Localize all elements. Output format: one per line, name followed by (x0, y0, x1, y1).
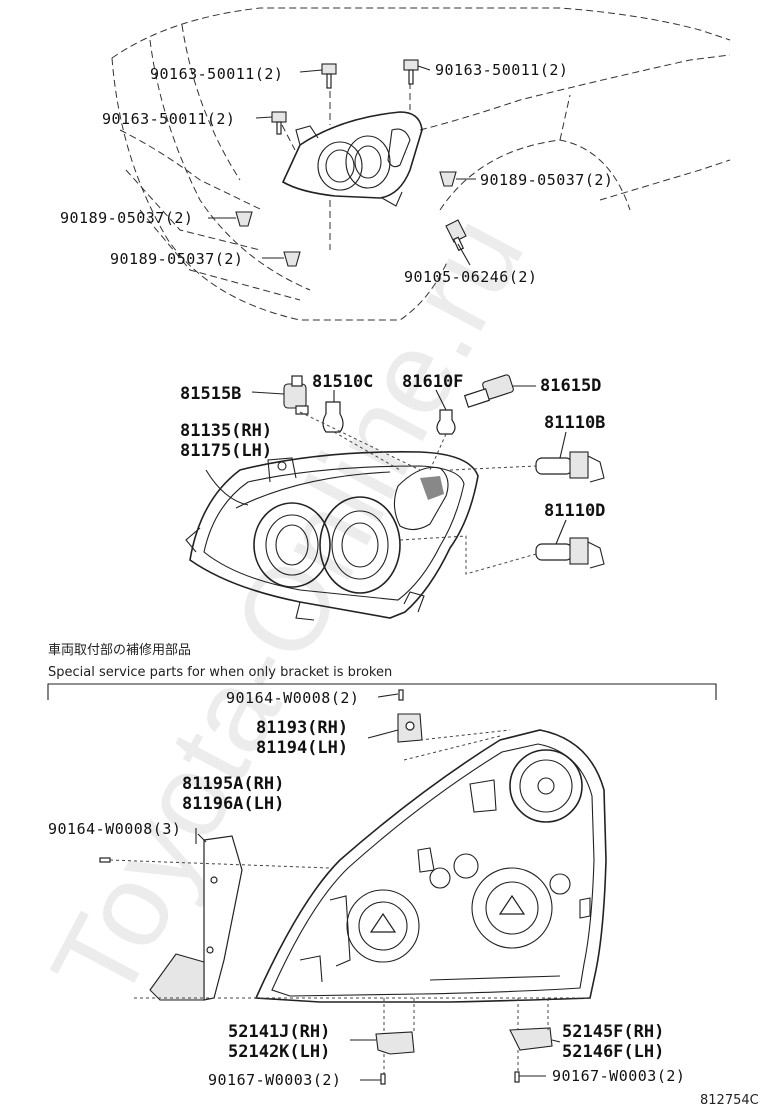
bracket-top-icon (397, 689, 423, 743)
callout-bracket-side-rh: 81195A(RH) (182, 774, 284, 794)
callout-bracket-side-lh: 81196A(LH) (182, 794, 284, 814)
callout-lamp-rh: 81135(RH) (180, 421, 272, 441)
callout-bulb-turn: 81610F (402, 372, 463, 392)
headlight-bulb-icon (535, 451, 605, 483)
screw-icon (403, 59, 419, 85)
callout-top-screw-mid: 90163-50011(2) (102, 110, 235, 128)
socket-icon (463, 374, 514, 408)
callout-bracket-screw-top: 90164-W0008(2) (226, 689, 359, 707)
callout-lamp-lh: 81175(LH) (180, 441, 272, 461)
section-bracket-frame (47, 683, 717, 700)
callout-bracket-screw-bot-left: 90167-W0003(2) (208, 1071, 341, 1089)
bulb-icon (322, 401, 344, 433)
screw-icon (99, 857, 111, 863)
callout-bracket-screw-side: 90164-W0008(3) (48, 820, 181, 838)
section-note-jp: 車両取付部の補修用部品 (48, 643, 191, 658)
screw-icon (321, 63, 337, 89)
bolt-icon (445, 219, 467, 252)
callout-clip-right: 90189-05037(2) (480, 171, 613, 189)
callout-bolt-fender: 90105-06246(2) (404, 268, 537, 286)
clip-icon (235, 211, 253, 227)
bracket-bottom-left-icon (375, 1031, 415, 1085)
callout-bulb-side: 81510C (312, 372, 373, 392)
callout-socket-side: 81515B (180, 384, 241, 404)
watermark: Toyota-Online.ru (26, 196, 549, 1022)
vehicle-front-view (111, 7, 731, 321)
section-note-en: Special service parts for when only brac… (48, 665, 392, 680)
watermark-text: Toyota-Online.ru (26, 196, 549, 1022)
clip-icon (283, 251, 301, 267)
callout-socket-turn: 81615D (540, 376, 601, 396)
headlight-bulb-icon (535, 537, 605, 569)
bracket-bottom-right-icon (509, 1027, 553, 1083)
callout-bracket-bot-right-rh: 52145F(RH) (562, 1022, 664, 1042)
callout-clip-left-lower: 90189-05037(2) (110, 250, 243, 268)
callout-bracket-bot-left-lh: 52142K(LH) (228, 1042, 330, 1062)
callout-bracket-top-rh: 81193(RH) (256, 718, 348, 738)
callout-bracket-screw-bot-right: 90167-W0003(2) (552, 1067, 685, 1085)
callout-bracket-bot-left-rh: 52141J(RH) (228, 1022, 330, 1042)
screw-icon (271, 111, 287, 135)
bulb-icon (436, 409, 456, 435)
callout-bulb-hb: 81110B (544, 413, 605, 433)
callout-bulb-low: 81110D (544, 501, 605, 521)
clip-icon (439, 171, 457, 187)
headlamp-assembly (185, 374, 605, 621)
callout-bracket-top-lh: 81194(LH) (256, 738, 348, 758)
callout-top-screw-left: 90163-50011(2) (150, 65, 283, 83)
headlamp-rear-view (99, 689, 607, 1085)
callout-bracket-bot-right-lh: 52146F(LH) (562, 1042, 664, 1062)
callout-top-screw-right: 90163-50011(2) (435, 61, 568, 79)
socket-icon (283, 375, 309, 415)
figure-code: 812754C (700, 1093, 759, 1108)
callout-clip-left-upper: 90189-05037(2) (60, 209, 193, 227)
